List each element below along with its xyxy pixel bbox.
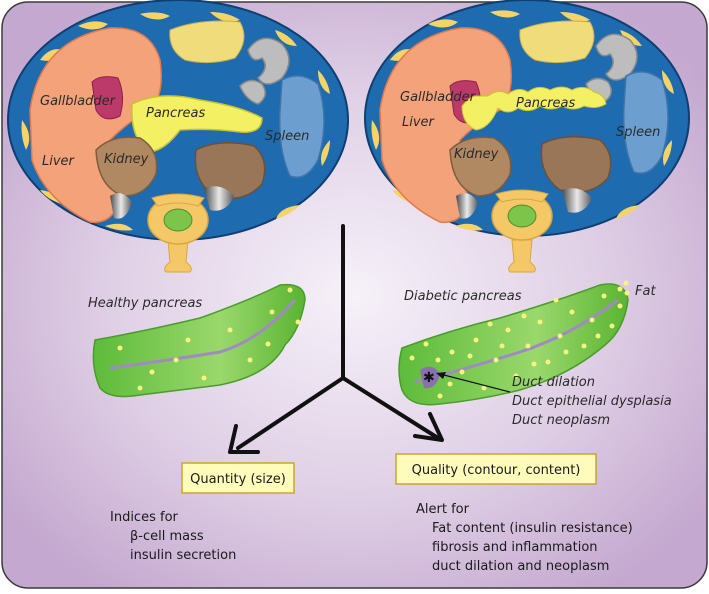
- quality-line-4: duct dilation and neoplasm: [432, 559, 609, 574]
- annotation-duct-neoplasm: Duct neoplasm: [512, 413, 610, 428]
- left-cross-section: Gallbladder Pancreas Spleen Liver Kidney: [7, 0, 349, 273]
- right-spleen: [622, 71, 669, 174]
- left-kidney: [95, 136, 158, 197]
- quality-box: [395, 453, 597, 485]
- fat-legend: Fat: [617, 280, 656, 299]
- fat-legend-label: Fat: [635, 284, 656, 299]
- annotation-duct-dysplasia: Duct epithelial dysplasia: [512, 394, 672, 409]
- left-gallbladder: [91, 76, 124, 120]
- diabetic-pancreas-caption: Diabetic pancreas: [404, 289, 522, 304]
- right-pancreas: [461, 86, 607, 131]
- duct-dilation-marker: ✱: [423, 370, 435, 386]
- right-label-gallbladder: Gallbladder: [400, 90, 477, 105]
- left-label-pancreas: Pancreas: [146, 106, 206, 121]
- annotation-duct-dilation: Duct dilation: [512, 375, 595, 390]
- fat-legend-dot: [617, 286, 623, 292]
- left-arrow-head: [228, 424, 260, 454]
- right-label-pancreas: Pancreas: [516, 96, 576, 111]
- quantity-box: [181, 462, 295, 494]
- quality-box-label: Quality (contour, content): [412, 463, 581, 478]
- left-arrow-line: [236, 376, 345, 450]
- healthy-pancreas-caption: Healthy pancreas: [88, 296, 202, 311]
- left-spleen: [278, 75, 325, 178]
- right-kidney: [449, 136, 512, 197]
- right-label-liver: Liver: [402, 115, 436, 130]
- right-label-spleen: Spleen: [616, 125, 660, 140]
- left-label-liver: Liver: [42, 154, 76, 169]
- quality-line-1: Alert for: [416, 502, 470, 517]
- healthy-pancreas-illustration: [92, 283, 306, 398]
- right-cross-section: Gallbladder Liver Pancreas Spleen Kidney: [364, 0, 690, 273]
- quantity-line-3: insulin secretion: [130, 548, 236, 563]
- right-arrow-line: [341, 376, 440, 440]
- diabetic-pancreas-illustration: ✱: [398, 283, 629, 406]
- quantity-line-2: β-cell mass: [130, 529, 204, 544]
- left-label-gallbladder: Gallbladder: [40, 94, 117, 109]
- quantity-line-1: Indices for: [110, 510, 179, 525]
- quality-line-3: fibrosis and inflammation: [432, 540, 598, 555]
- quality-line-2: Fat content (insulin resistance): [432, 521, 633, 536]
- right-arrow-head: [413, 412, 444, 442]
- quantity-box-label: Quantity (size): [190, 472, 286, 487]
- left-label-spleen: Spleen: [265, 129, 309, 144]
- branch-arrows: [228, 224, 444, 454]
- right-label-kidney: Kidney: [454, 147, 499, 162]
- left-label-kidney: Kidney: [104, 152, 149, 167]
